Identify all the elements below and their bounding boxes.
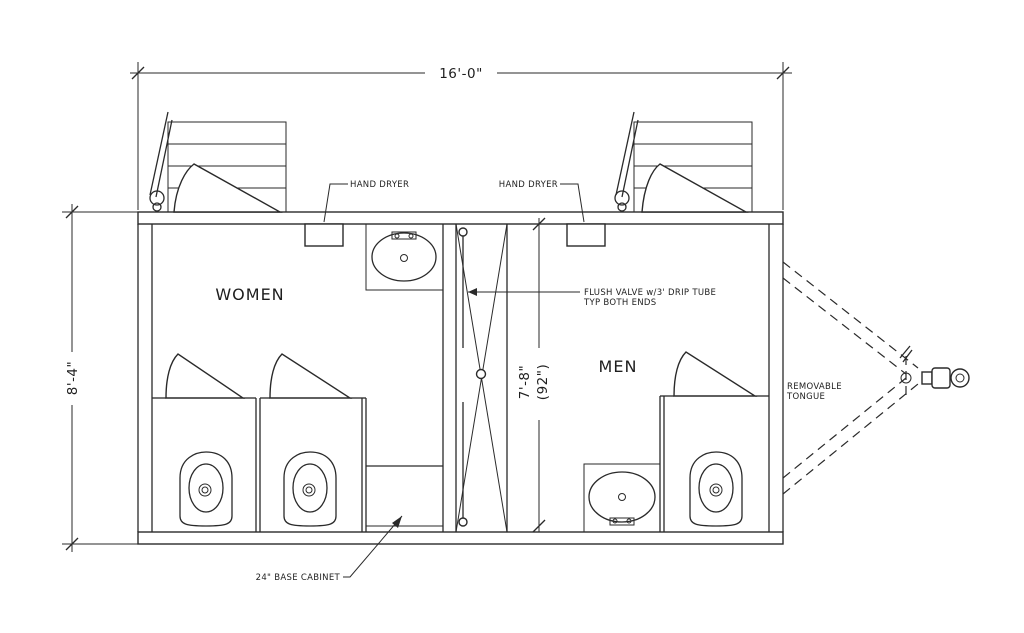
men-toilet xyxy=(689,451,743,527)
flush-valve-center xyxy=(475,368,487,380)
men-room-label: MEN xyxy=(599,357,638,376)
overall-depth-label: 8'-4" xyxy=(65,361,81,395)
flush-valve-arrowhead xyxy=(468,288,477,296)
removable-tongue xyxy=(782,261,919,495)
flush-valve-label-line1: FLUSH VALVE w/3' DRIP TUBE xyxy=(584,288,716,298)
men-entry-door xyxy=(641,163,749,213)
men-hand-dryer-leader xyxy=(560,183,585,223)
women-stall-1 xyxy=(152,353,261,532)
base-cabinet-arrowhead xyxy=(392,516,402,528)
women-hand-dryer xyxy=(304,223,344,247)
removable-tongue-label-line1: REMOVABLE xyxy=(787,382,842,392)
women-hand-dryer-label: HAND DRYER xyxy=(350,180,409,190)
men-sink xyxy=(583,463,661,533)
overall-width-label: 16'-0" xyxy=(439,66,483,82)
overall-depth-dimension: 8'-4" xyxy=(62,204,140,552)
base-cabinet-label: 24" BASE CABINET xyxy=(256,573,341,583)
removable-tongue-label-line2: TONGUE xyxy=(786,392,825,402)
women-toilet-1 xyxy=(179,451,233,527)
women-room-label: WOMEN xyxy=(215,285,284,304)
women-toilet-2 xyxy=(283,451,337,527)
flush-valve-top xyxy=(458,227,468,237)
flush-valve-label-line2: TYP BOTH ENDS xyxy=(583,298,656,308)
base-cabinet-leader xyxy=(343,515,403,578)
men-hand-dryer-label: HAND DRYER xyxy=(499,180,558,190)
interior-depth-inches-label: (92") xyxy=(535,364,551,400)
men-stall xyxy=(659,351,769,532)
hitch-coupler xyxy=(921,367,970,389)
overall-width-dimension: 16'-0" xyxy=(130,62,792,210)
men-hand-dryer xyxy=(566,223,606,247)
interior-depth-label: 7'-8" xyxy=(517,365,533,399)
utility-chase xyxy=(442,223,508,533)
flush-valve-bottom xyxy=(458,517,468,527)
interior-depth-dimension: 7'-8" (92") xyxy=(512,217,552,533)
women-hand-dryer-leader xyxy=(323,183,348,223)
women-sink xyxy=(365,223,444,291)
base-cabinet xyxy=(366,465,443,527)
trailer-shell xyxy=(137,211,784,545)
women-entry-door xyxy=(173,163,283,213)
women-stall-2 xyxy=(260,353,367,532)
